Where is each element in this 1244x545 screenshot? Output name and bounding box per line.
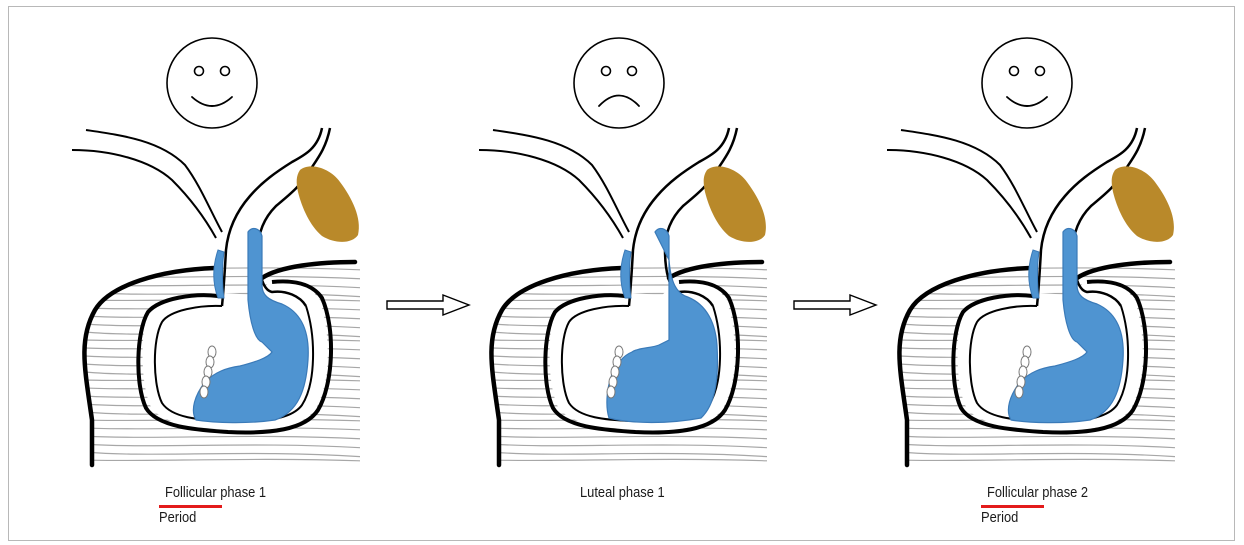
right-arrow-icon	[794, 295, 876, 315]
canal-left-wall	[222, 128, 322, 306]
ovary	[1112, 166, 1174, 241]
face-eye-right	[628, 67, 637, 76]
fluid-side-strip	[214, 250, 224, 298]
face-eye-right	[1036, 67, 1045, 76]
tube-lower-line	[72, 150, 216, 238]
face-eye-left	[1010, 67, 1019, 76]
phase-label-1: Follicular phase 1	[165, 484, 266, 501]
face-outline	[167, 38, 257, 128]
panel-2	[479, 38, 772, 465]
ovary	[297, 166, 359, 241]
sub-label-1: Period	[159, 509, 196, 526]
underline-mark-1	[159, 505, 222, 508]
ovary	[704, 166, 766, 241]
body-outline-right	[669, 262, 762, 278]
phase-label-3: Follicular phase 2	[987, 484, 1088, 501]
face-outline	[982, 38, 1072, 128]
body-outline-right	[1077, 262, 1170, 278]
tube-lower-line	[479, 150, 623, 238]
canal-left-wall	[1037, 128, 1137, 306]
panel-1	[72, 38, 365, 465]
panel-3	[887, 38, 1180, 465]
fluid-side-strip	[1029, 250, 1039, 298]
body-outline-right	[262, 262, 355, 278]
lining-bead	[607, 386, 615, 398]
face-eye-right	[221, 67, 230, 76]
canal-left-wall	[629, 128, 729, 306]
underline-mark-3	[981, 505, 1044, 508]
phase-label-2: Luteal phase 1	[580, 484, 665, 501]
lining-bead	[200, 386, 208, 398]
sub-label-3: Period	[981, 509, 1018, 526]
lining-bead	[1015, 386, 1023, 398]
right-arrow-icon	[387, 295, 469, 315]
tube-lower-line	[887, 150, 1031, 238]
face-eye-left	[602, 67, 611, 76]
face-eye-left	[195, 67, 204, 76]
face-outline	[574, 38, 664, 128]
fluid-side-strip	[621, 250, 631, 298]
